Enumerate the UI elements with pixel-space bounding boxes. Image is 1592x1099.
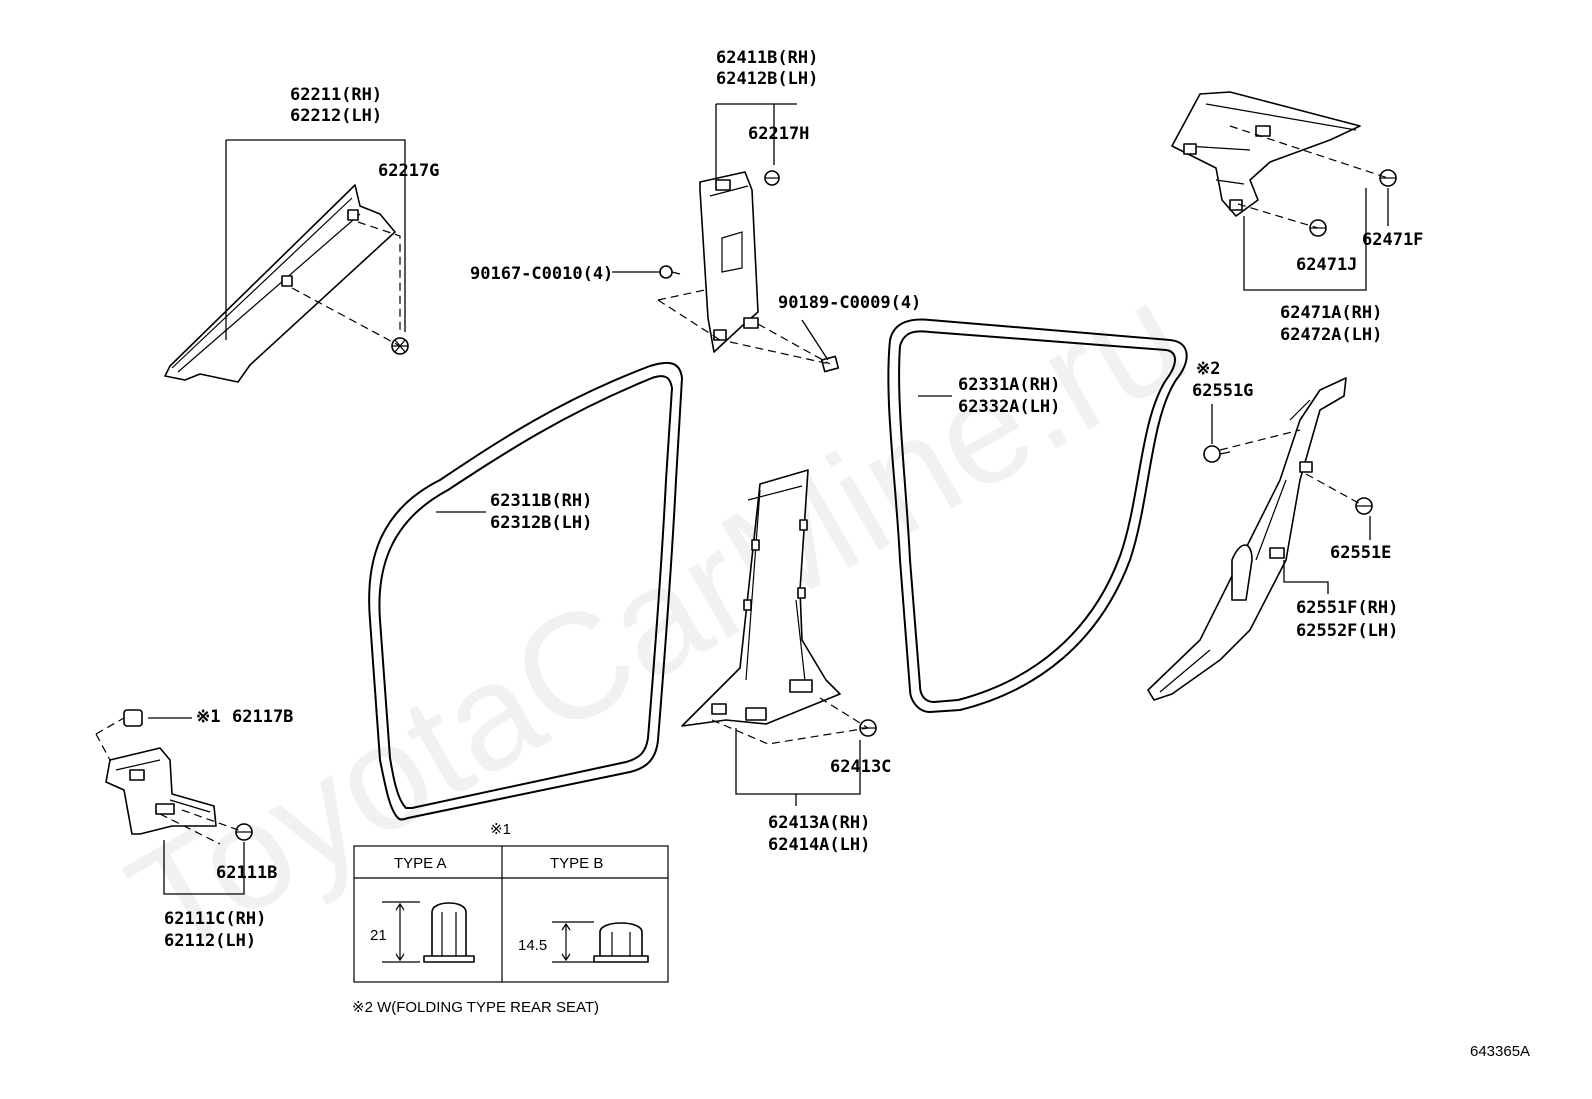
label-62211: 62211(RH) [290,85,382,105]
type-table-marker: ※1 [490,821,511,838]
label-62471a: 62471A(RH) [1280,303,1382,323]
label-62212: 62212(LH) [290,106,382,126]
label-62117b: 62117B [232,707,293,727]
label-62551f: 62551F(RH) [1296,598,1398,618]
label-62414a: 62414A(LH) [768,835,870,855]
footnote-2: ※2 W(FOLDING TYPE REAR SEAT) [352,999,599,1016]
type-a-header: TYPE A [394,855,447,872]
label-90189: 90189-C0009(4) [778,293,921,313]
label-62413a: 62413A(RH) [768,813,870,833]
type-b-nut [552,921,649,963]
label-62217h: 62217H [748,124,809,144]
screw-90167[interactable] [659,265,681,279]
label-62331a: 62331A(RH) [958,375,1060,395]
roof-side-garnish[interactable] [1171,91,1361,217]
label-62111b: 62111B [216,863,277,883]
type-table: ※1 TYPE A TYPE B 21 14.5 [353,821,669,983]
label-62411b: 62411B(RH) [716,48,818,68]
a-pillar-garnish[interactable] [164,184,396,383]
nut-62117b[interactable] [123,709,143,727]
label-62472a: 62472A(LH) [1280,325,1382,345]
label-62311b: 62311B(RH) [490,491,592,511]
ref1-left: ※1 [196,707,220,727]
label-62413c: 62413C [830,757,891,777]
label-62112: 62112(LH) [164,931,256,951]
label-62332a: 62332A(LH) [958,397,1060,417]
clip-62217h[interactable] [764,170,780,186]
type-a-dim: 21 [370,927,387,944]
clip-62471f[interactable] [1379,169,1397,187]
type-b-dim: 14.5 [518,937,547,954]
front-door-weatherstrip[interactable] [368,361,684,821]
label-62312b: 62312B(LH) [490,513,592,533]
label-62551e: 62551E [1330,543,1391,563]
type-b-header: TYPE B [550,855,603,872]
ref2: ※2 [1196,359,1220,379]
clip-62551g[interactable] [1203,445,1231,463]
center-pillar-lower-garnish[interactable] [681,469,841,727]
label-62551g: 62551G [1192,381,1253,401]
type-a-nut [382,901,475,963]
center-pillar-upper-garnish[interactable] [699,171,759,353]
diagram-id: 643365A [1470,1043,1530,1060]
label-62412b: 62412B(LH) [716,69,818,89]
label-62111c: 62111C(RH) [164,909,266,929]
label-90167: 90167-C0010(4) [470,264,613,284]
label-62471j: 62471J [1296,255,1357,275]
rear-seat-side-garnish[interactable] [1147,377,1347,701]
label-62217g: 62217G [378,161,439,181]
label-62471f: 62471F [1362,230,1423,250]
label-62552f: 62552F(LH) [1296,621,1398,641]
rear-door-weatherstrip[interactable] [887,318,1188,714]
